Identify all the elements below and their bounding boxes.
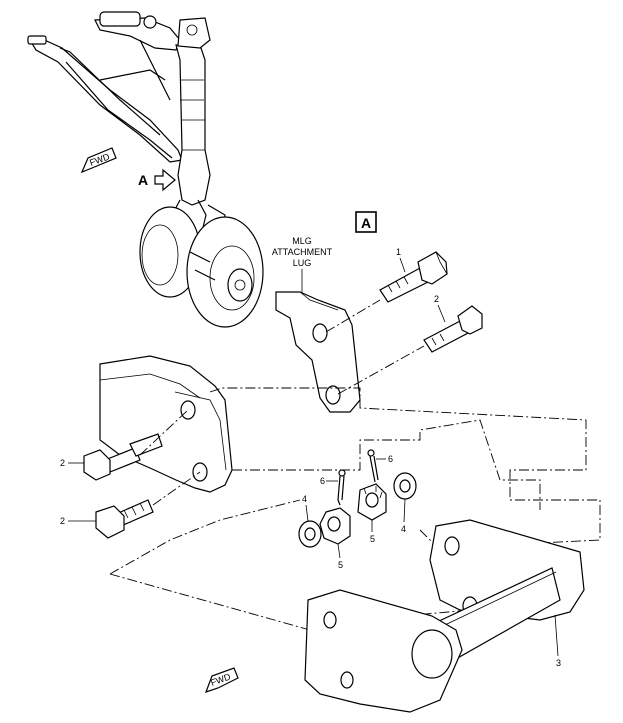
mlg-attachment-lug xyxy=(275,291,361,413)
landing-gear-assembly xyxy=(27,11,264,328)
lug-label-line-1: MLG xyxy=(292,236,312,246)
callout-bolt-2-upper: 2 xyxy=(434,294,439,304)
callout-pin-6-left: 6 xyxy=(320,476,325,486)
callout-pin-6-right: 6 xyxy=(388,454,393,464)
view-arrow-label: A xyxy=(138,172,148,188)
lug-label-line-2: ATTACHMENT xyxy=(272,247,333,257)
callout-link-3: 3 xyxy=(556,658,561,668)
bolt-1: 1 xyxy=(379,247,448,303)
callout-bolt-1: 1 xyxy=(396,247,401,257)
callout-washer-4-left: 4 xyxy=(302,494,307,504)
fwd-arrow-bottom-icon: FWD xyxy=(204,667,239,693)
callout-washer-4-right: 4 xyxy=(401,524,406,534)
fwd-label-top: FWD xyxy=(88,151,111,168)
bolt-2-upper: 2 xyxy=(423,294,483,353)
view-a-box: A xyxy=(355,211,377,233)
nut-5-right: 5 xyxy=(357,483,387,544)
view-label: A xyxy=(361,215,371,231)
bolt-2-left-bottom: 2 xyxy=(60,499,154,539)
cotter-pin-6-right: 6 xyxy=(367,449,393,483)
nut-5-left: 5 xyxy=(319,507,351,570)
callout-bolt-2-left-top: 2 xyxy=(60,458,65,468)
washer-4-left: 4 xyxy=(298,494,322,548)
callout-bolt-2-left-bottom: 2 xyxy=(60,516,65,526)
fwd-arrow-top-icon: FWD xyxy=(80,147,117,174)
view-a-arrow-icon: A xyxy=(138,168,176,192)
callout-nut-5-left: 5 xyxy=(338,560,343,570)
lug-label-line-3: LUG xyxy=(293,258,312,268)
washer-4-right: 4 xyxy=(393,472,417,534)
lug-label-group: MLG ATTACHMENT LUG xyxy=(272,236,333,294)
wing-fitting-structure xyxy=(99,355,233,493)
cotter-pin-6-left: 6 xyxy=(320,469,346,506)
callout-nut-5-right: 5 xyxy=(370,534,375,544)
bolt-2-left-top: 2 xyxy=(60,433,163,481)
link-assembly-3: 3 xyxy=(304,519,585,713)
